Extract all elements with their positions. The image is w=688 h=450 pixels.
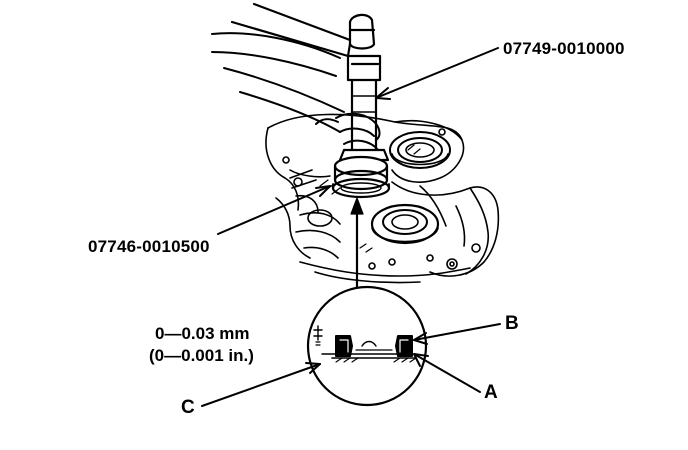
callout-b: B: [505, 313, 519, 334]
detail-view: [306, 285, 428, 407]
upper-bore: [389, 131, 451, 169]
hammer: [230, 2, 382, 82]
transmission-housing: [265, 113, 500, 284]
housing-bracket: [289, 169, 333, 227]
clearance-spec-mm: 0—0.03 mm: [155, 324, 250, 343]
arms-and-hands: [211, 32, 381, 151]
callout-a: A: [484, 382, 498, 403]
leader-lines: [201, 47, 501, 407]
callout-c: C: [181, 397, 195, 418]
attachment-tool: [331, 155, 391, 199]
seal-bore: [370, 203, 440, 245]
detail-guide-arrow: [350, 197, 364, 292]
driver-tool: [338, 78, 390, 162]
clearance-spec-in: (0—0.001 in.): [149, 346, 254, 365]
tool-attachment-label: 07746-0010500: [88, 237, 210, 256]
tool-driver-label: 07749-0010000: [503, 39, 625, 58]
